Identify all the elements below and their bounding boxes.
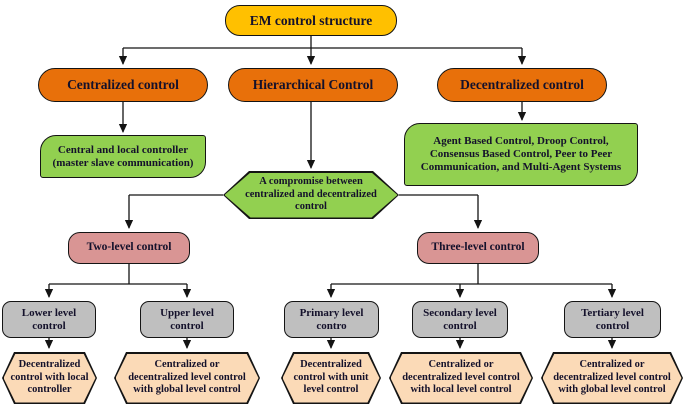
node-decentralized-control: Decentralized control [437,68,607,102]
node-primary-level-control: Primary level contro [284,301,379,338]
hexagon-fill [283,354,380,403]
node-leaf-decentralized-local-controller: Decentralized control with local control… [2,352,97,404]
node-tertiary-level-control: Tertiary level control [564,301,661,338]
leaf-label: Centralized or decentralized level contr… [402,359,520,396]
hexagon-fill [116,354,259,403]
node-central-local-controller: Central and local controller (master sla… [40,135,206,178]
node-leaf-decentralized-unit-level: Decentralized control with unit level co… [281,352,381,404]
node-leaf-centralized-local-level: Centralized or decentralized level contr… [389,352,533,404]
node-em-control-structure: EM control structure [225,5,397,36]
leaf-label: Centralized or decentralized level contr… [553,359,671,396]
node-leaf-centralized-global-b: Centralized or decentralized level contr… [541,352,683,404]
node-three-level-control: Three-level control [417,232,539,264]
node-secondary-level-control: Secondary level control [412,301,508,338]
leaf-label: Decentralized control with unit level co… [293,359,369,396]
hexagon-fill [391,354,532,403]
node-upper-level-control: Upper level control [140,301,234,338]
leaf-label: Decentralized control with local control… [10,359,89,396]
node-two-level-control: Two-level control [68,232,190,264]
node-leaf-centralized-global-a: Centralized or decentralized level contr… [114,352,260,404]
leaf-label: Centralized or decentralized level contr… [128,359,246,396]
node-hierarchical-control: Hierarchical Control [228,68,398,102]
hexagon-label: A compromise between centralized and dec… [245,176,377,213]
hexagon-fill [4,354,96,403]
node-lower-level-control: Lower level control [2,301,96,338]
node-agent-based-methods: Agent Based Control, Droop Control, Cons… [404,123,638,186]
node-compromise-hexagon: A compromise between centralized and dec… [223,171,399,219]
node-centralized-control: Centralized control [38,68,208,102]
hexagon-fill [225,173,398,218]
hexagon-fill [543,354,682,403]
